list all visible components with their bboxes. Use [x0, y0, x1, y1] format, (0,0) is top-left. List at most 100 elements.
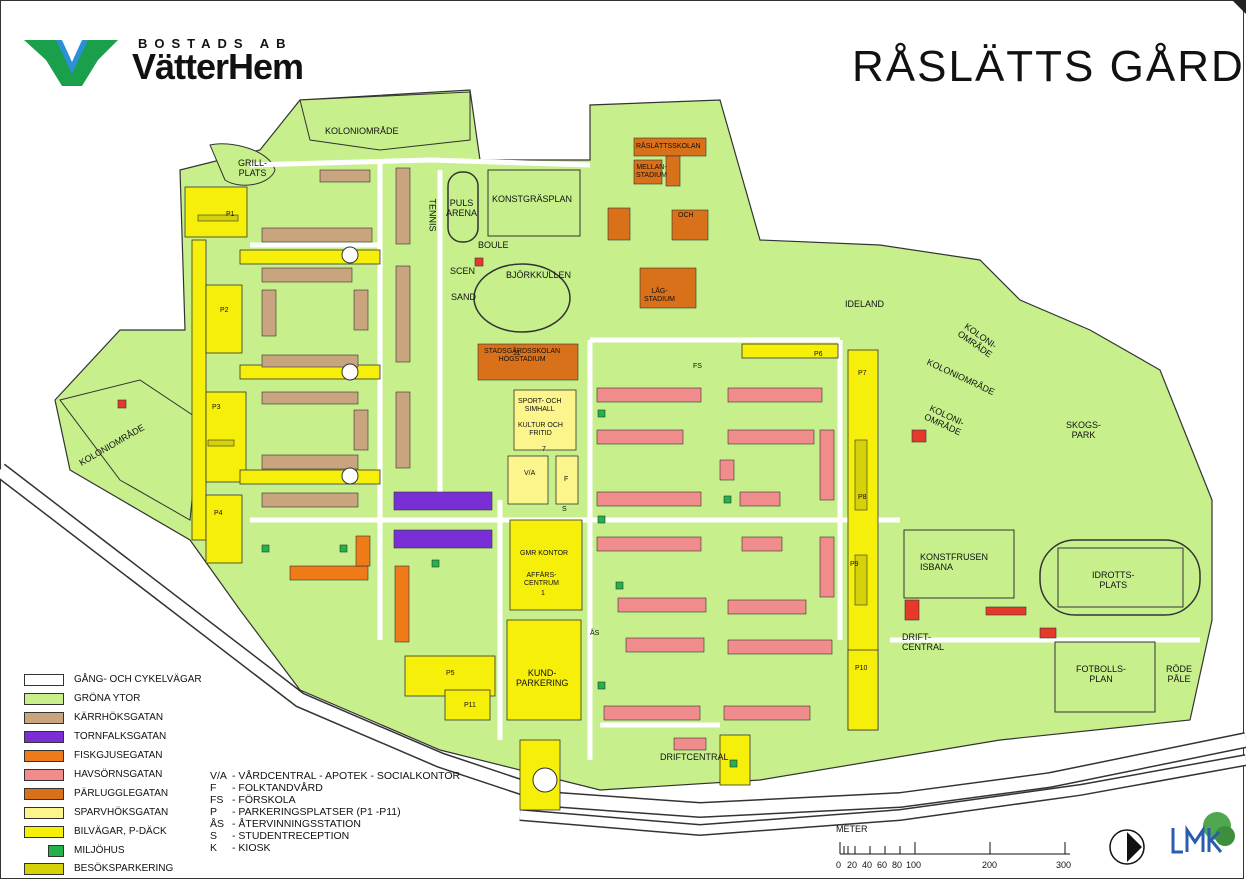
- car-roads: [184, 186, 879, 811]
- legend-swatch-karrhoksgatan: [24, 712, 64, 724]
- abbreviation-code: P: [210, 806, 218, 818]
- p11: [444, 689, 491, 721]
- label-tennis: TENNIS: [427, 198, 438, 232]
- map-title: RÅSLÄTTS GÅRD: [852, 42, 1245, 91]
- legend-swatch-sparvhoksgatan: [24, 807, 64, 819]
- legend-label: SPARVHÖKSGATAN: [74, 807, 169, 818]
- label-fs: FS: [693, 363, 702, 370]
- p2: [205, 284, 243, 354]
- label-idrottsplats: IDROTTS- PLATS: [1092, 570, 1135, 590]
- north-arrow-icon: [1109, 829, 1145, 865]
- legend-label: BESÖKSPARKERING: [74, 863, 174, 874]
- lmk-logo-icon: [1171, 812, 1235, 854]
- abbreviation-item: FS- FÖRSKOLA: [210, 794, 460, 806]
- label-kultur-fritid: KULTUR OCH FRITID: [518, 422, 563, 437]
- legend-swatch-bilvagar: [24, 826, 64, 838]
- abbreviation-item: S- STUDENTRECEPTION: [210, 830, 460, 842]
- parlugglegatan-blocks: [477, 137, 709, 381]
- vatterhem-logo-mark: [24, 40, 118, 86]
- legend-swatch-tornfalksgatan: [24, 731, 64, 743]
- legend-label: GRÖNA YTOR: [74, 693, 141, 704]
- label-skogspark: SKOGS- PARK: [1066, 420, 1102, 440]
- fiskgjusegatan-block-3: [394, 565, 410, 643]
- legend-label: HAVSÖRNSGATAN: [74, 769, 163, 780]
- abbreviation-text: - STUDENTRECEPTION: [232, 830, 350, 842]
- abbreviation-item: P - PARKERINGSPLATSER (P1 -P11): [210, 806, 460, 818]
- havsornsgatan-blocks: [596, 387, 835, 751]
- p1: [184, 186, 248, 238]
- label-och: OCH: [678, 212, 694, 219]
- label-affarscentrum: AFFÄRS- CENTRUM: [524, 572, 559, 587]
- abbreviation-text: - FOLKTANDVÅRD: [232, 782, 323, 794]
- abbreviation-text: - VÅRDCENTRAL - APOTEK - SOCIALKONTOR: [232, 770, 461, 782]
- scale-tick-80: 80: [892, 860, 903, 870]
- koloni-nw-area: [299, 91, 471, 151]
- p4: [205, 494, 243, 564]
- label-fotbollsplan: FOTBOLLS- PLAN: [1076, 664, 1127, 684]
- p6: [741, 343, 839, 359]
- label-driftcentral: DRIFT- CENTRAL: [902, 632, 945, 652]
- label-p10: P10: [855, 665, 868, 672]
- legend-label: PÄRLUGGLEGATAN: [74, 788, 169, 799]
- highway2: [519, 755, 1246, 835]
- label-p3: P3: [212, 404, 221, 411]
- roundabout-2: [341, 363, 359, 381]
- label-koloniomrade-nw: KOLONIOMRÅDE: [325, 126, 399, 136]
- abbreviation-code: K: [210, 842, 218, 854]
- pulsarena-track: [447, 171, 479, 243]
- label-gmr-kontor: GMR KONTOR: [520, 550, 569, 557]
- label-kundparkering: KUND- PARKERING: [516, 668, 569, 688]
- besoksparkering-2: [207, 439, 235, 447]
- abbreviation-item: F- FOLKTANDVÅRD: [210, 782, 460, 794]
- konstgrasplan-field: [487, 169, 581, 237]
- label-grillplats: GRILL- PLATS: [238, 158, 268, 178]
- abbreviation-text: - PARKERINGSPLATSER (P1 -P11): [232, 806, 401, 818]
- miljohus-markers: [261, 409, 738, 768]
- legend-label: MILJÖHUS: [74, 845, 125, 856]
- label-ideland: IDELAND: [845, 299, 885, 309]
- legend-item-parlugglegatan: PÄRLUGGLEGATAN: [24, 788, 224, 802]
- scale-tick-100: 100: [906, 860, 922, 870]
- abbreviation-list: V/A- VÅRDCENTRAL - APOTEK - SOCIALKONTOR…: [210, 770, 460, 854]
- label-mellanstadium: MELLAN- STADIUM: [636, 164, 667, 179]
- fiskgjusegatan-block-2: [355, 535, 371, 567]
- legend-item-tornfalksgatan: TORNFALKSGATAN: [24, 731, 224, 745]
- label-stadsgardsskolan: STADSGÅRDSSKOLAN HÖGSTADIUM: [484, 348, 561, 363]
- legend-item-grona-ytor: GRÖNA YTOR: [24, 693, 224, 707]
- kundparkering: [506, 619, 582, 721]
- scale-tick-60: 60: [877, 860, 888, 870]
- legend-swatch-gang-cykel: [24, 674, 64, 686]
- roundabout-south: [532, 767, 558, 793]
- abbreviation-code: FS: [210, 794, 224, 806]
- label-p11: P11: [464, 702, 476, 709]
- label-num-1: 1: [541, 590, 545, 597]
- label-va: V/A: [524, 470, 536, 477]
- legend-swatch-parlugglegatan: [24, 788, 64, 800]
- label-bjorkkullen: BJÖRKKULLEN: [506, 270, 572, 280]
- label-f: F: [564, 476, 569, 483]
- label-boule: BOULE: [478, 240, 509, 250]
- label-p2: P2: [220, 307, 229, 314]
- fotbollsplan-field: [1054, 641, 1156, 713]
- label-num-11: 11: [513, 350, 521, 357]
- label-raslattsskolan: RÅSLÄTTSSKOLAN: [636, 143, 701, 150]
- label-scen: SCEN: [450, 266, 476, 276]
- highway: [0, 464, 1246, 817]
- legend-item-karrhoksgatan: KÄRRHÖKSGATAN: [24, 712, 224, 726]
- tornfalksgatan-block-1: [393, 491, 493, 511]
- isbana-field: [903, 529, 1015, 599]
- besoksparkering-1: [197, 214, 239, 222]
- label-p9: P9: [850, 561, 859, 568]
- idrottsplats-field: [1057, 547, 1184, 608]
- label-s: S: [562, 506, 567, 513]
- roundabout-3: [341, 467, 359, 485]
- legend-item-sparvhoksgatan: SPARVHÖKSGATAN: [24, 807, 224, 821]
- label-num-7: 7: [542, 446, 546, 453]
- p10: [847, 649, 879, 731]
- legend-swatch-miljohus: [48, 845, 64, 857]
- legend-item-miljohus: MILJÖHUS: [24, 845, 224, 859]
- label-rodepale: RÖDE PÅLE: [1166, 664, 1193, 684]
- label-p1: P1: [226, 211, 235, 218]
- abbreviation-item: V/A- VÅRDCENTRAL - APOTEK - SOCIALKONTOR: [210, 770, 460, 782]
